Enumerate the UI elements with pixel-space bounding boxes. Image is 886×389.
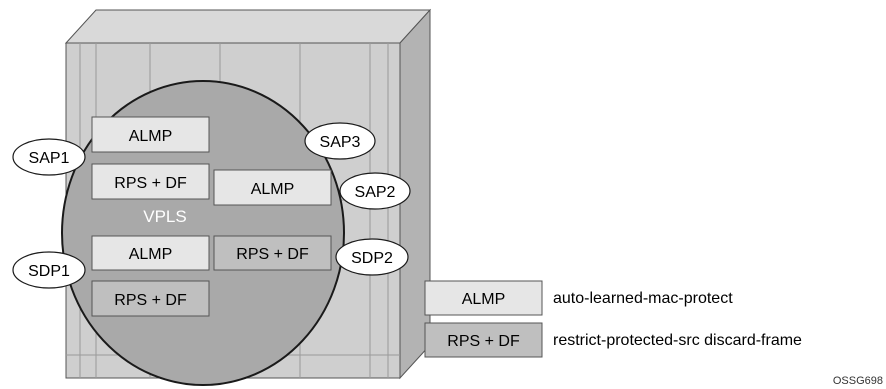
rps-box-sdp2: RPS + DF <box>213 235 332 271</box>
svg-text:ALMP: ALMP <box>129 128 173 145</box>
svg-text:ALMP: ALMP <box>462 291 506 308</box>
endpoint-sdp2: SDP2 <box>335 238 409 276</box>
almp-box-sdp1: ALMP <box>91 235 210 271</box>
svg-text:RPS + DF: RPS + DF <box>236 246 309 263</box>
rps-box-sap1: RPS + DF <box>91 163 210 200</box>
svg-text:SAP2: SAP2 <box>355 184 396 201</box>
legend-rps-key: RPS + DF <box>424 322 543 358</box>
vpls-label: VPLS <box>143 207 186 226</box>
svg-text:RPS + DF: RPS + DF <box>114 292 187 309</box>
svg-text:ALMP: ALMP <box>129 246 173 263</box>
svg-text:SAP3: SAP3 <box>320 134 361 151</box>
legend-almp-desc: auto-learned-mac-protect <box>553 290 733 307</box>
svg-text:SDP1: SDP1 <box>28 263 70 280</box>
almp-box-sap1: ALMP <box>91 116 210 153</box>
svg-text:RPS + DF: RPS + DF <box>447 333 520 350</box>
svg-text:SDP2: SDP2 <box>351 250 393 267</box>
figure-id: OSSG698 <box>833 375 883 387</box>
legend-rps-desc: restrict-protected-src discard-frame <box>553 332 802 349</box>
legend-almp-key: ALMP <box>424 280 543 316</box>
endpoint-sap3: SAP3 <box>304 122 376 160</box>
rps-box-sdp1: RPS + DF <box>91 280 210 317</box>
svg-text:ALMP: ALMP <box>251 181 295 198</box>
chassis-top <box>64 9 432 44</box>
legend: ALMP auto-learned-mac-protect RPS + DF r… <box>424 280 802 358</box>
endpoint-sdp1: SDP1 <box>12 251 86 289</box>
almp-box-sap2: ALMP <box>213 169 332 206</box>
endpoint-sap1: SAP1 <box>12 138 86 176</box>
svg-text:SAP1: SAP1 <box>29 150 70 167</box>
svg-text:RPS + DF: RPS + DF <box>114 175 187 192</box>
endpoint-sap2: SAP2 <box>339 172 411 210</box>
